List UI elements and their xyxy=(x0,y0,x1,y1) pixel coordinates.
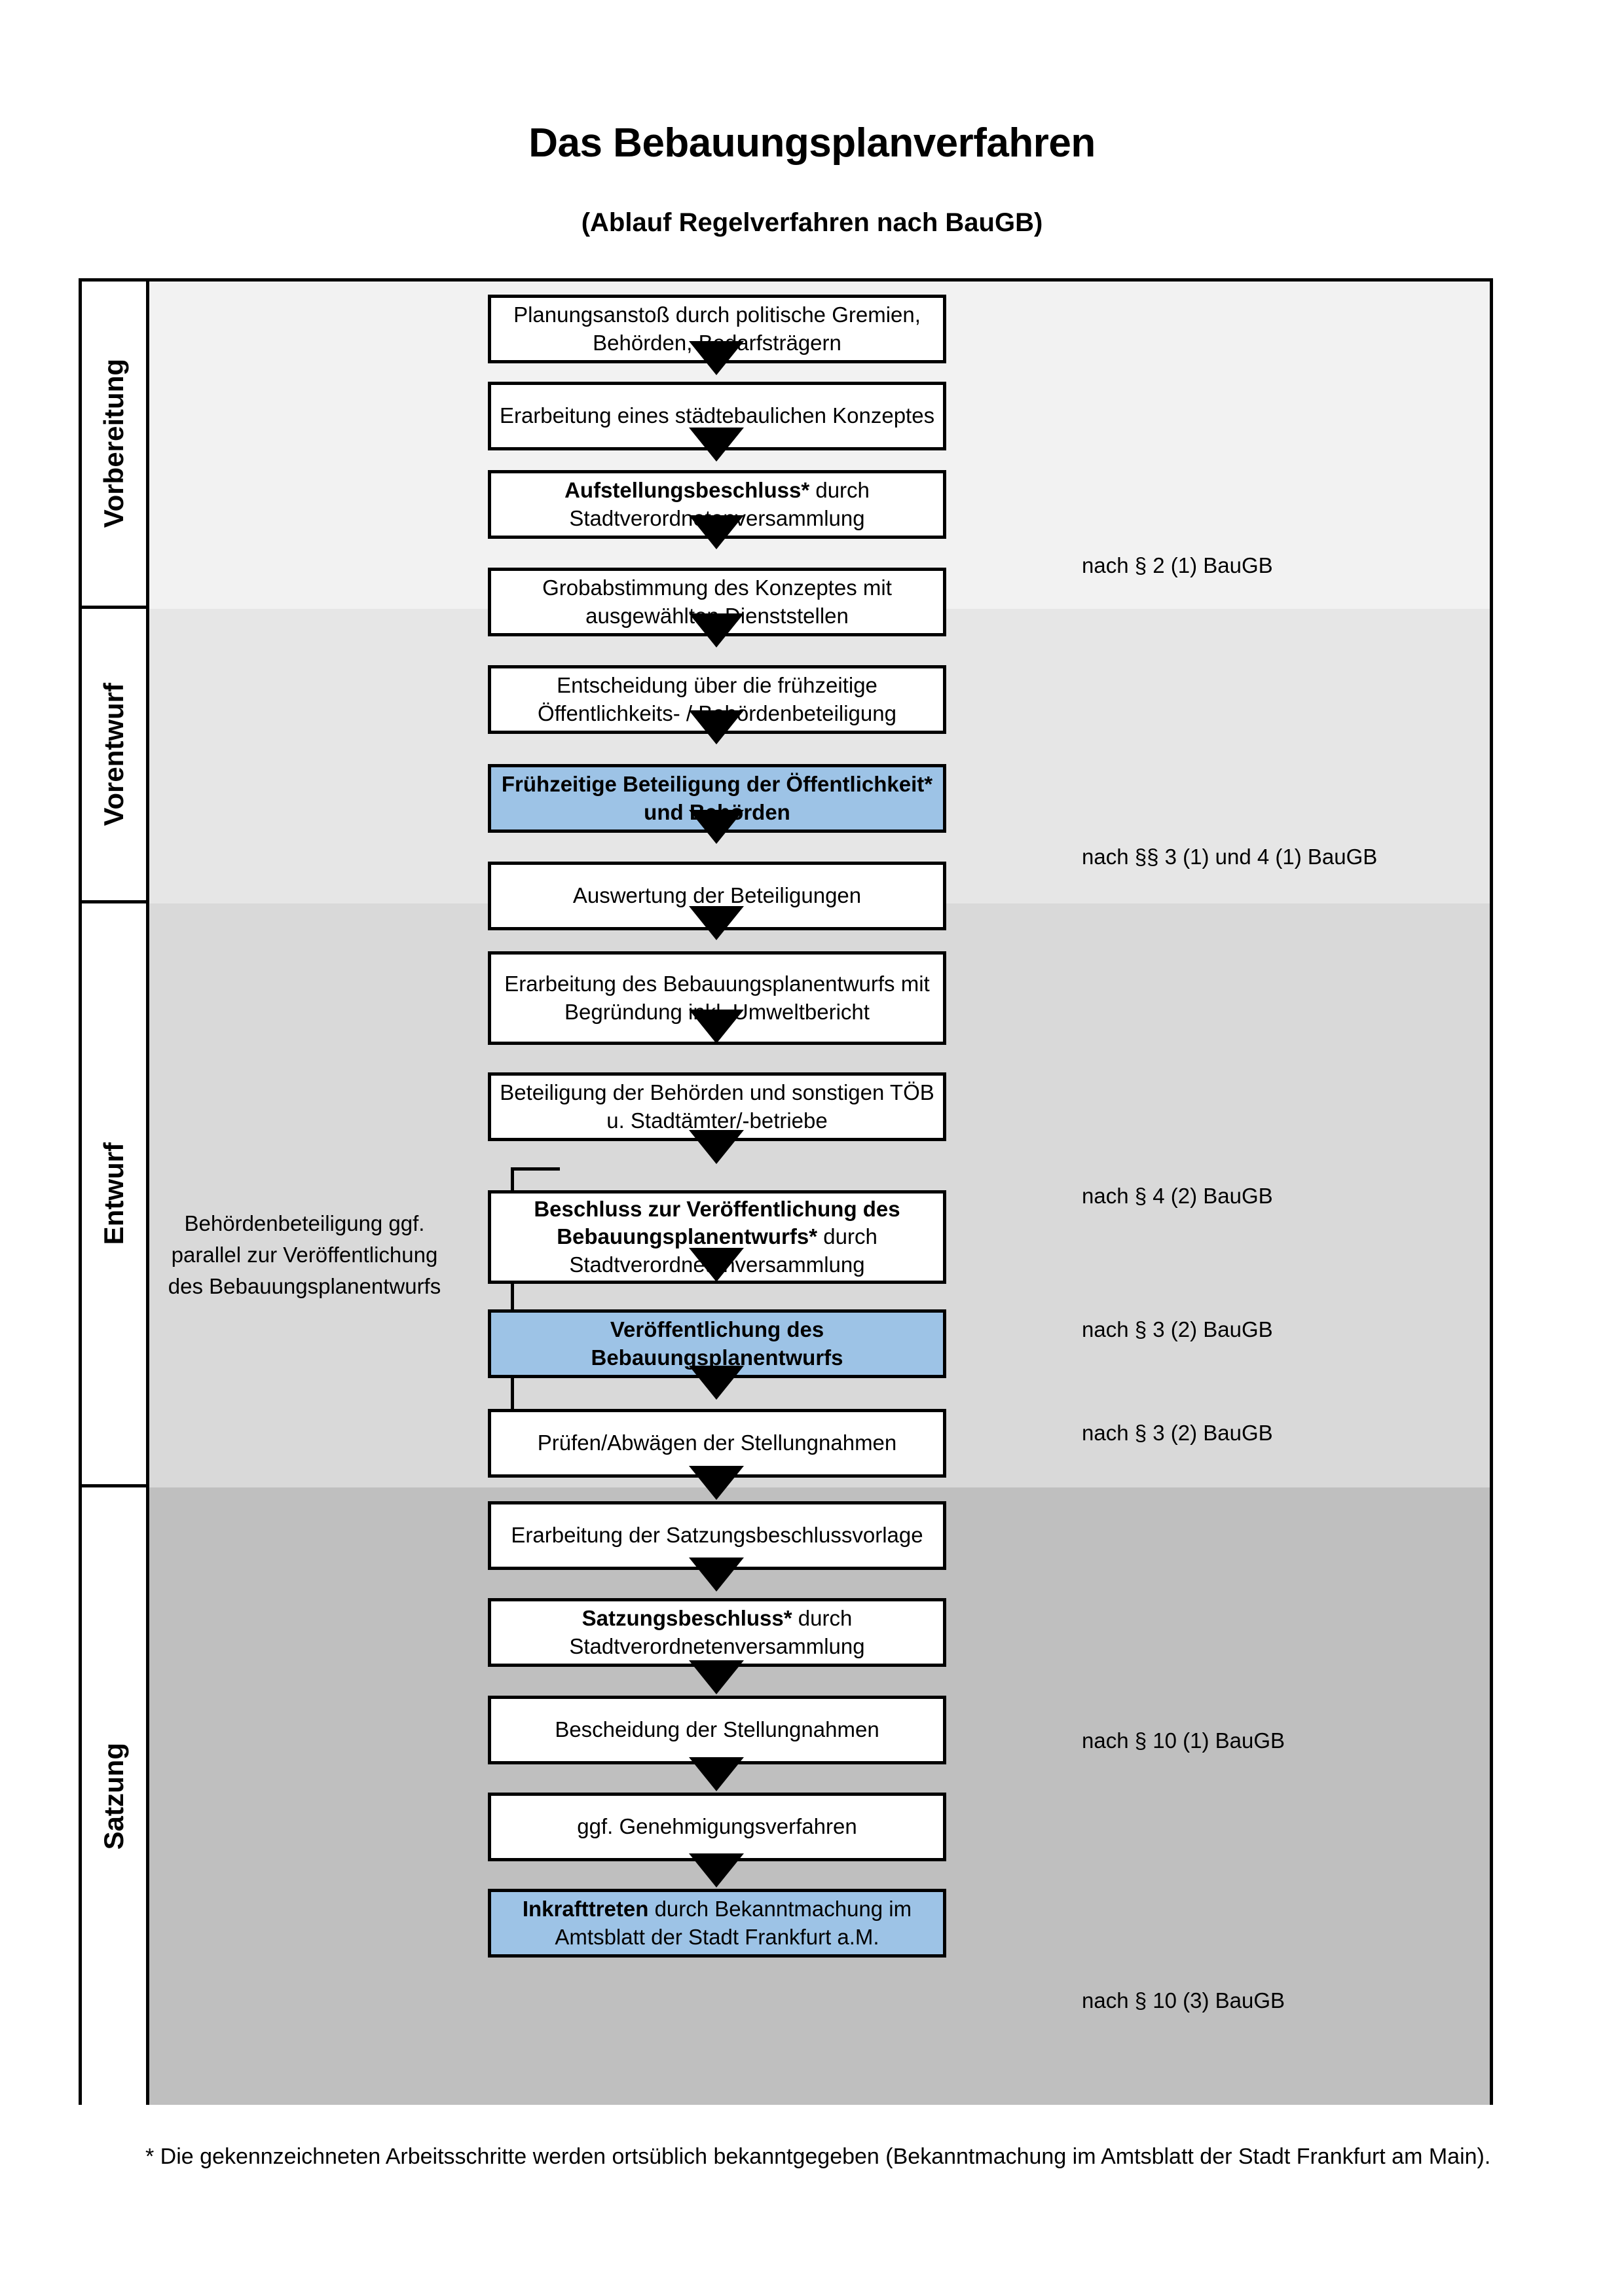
flow-arrow-icon-9 xyxy=(689,1130,744,1164)
flowchart-frame: Vorbereitung Vorentwurf Entwurf Satzung xyxy=(79,278,1493,2105)
process-box-genehmigungsverfahren[interactable]: ggf. Genehmigungsverfahren xyxy=(488,1793,946,1861)
law-reference-3-1-4-1: nach §§ 3 (1) und 4 (1) BauGB xyxy=(1082,845,1378,869)
flow-arrow-icon-7 xyxy=(689,906,744,940)
flow-arrow-icon-5 xyxy=(689,710,744,744)
phase-label-satzung: Satzung xyxy=(98,1742,129,1850)
side-note-behoerdenbeteiligung: Behördenbeteiligung ggf. parallel zur Ve… xyxy=(168,1211,441,1298)
phase-cell-vorentwurf: Vorentwurf xyxy=(82,609,149,903)
process-box-beteiligung-behoerden[interactable]: Beteiligung der Behörden und sonstigen T… xyxy=(488,1072,946,1141)
flow-arrow-icon-2 xyxy=(689,428,744,462)
phase-label-entwurf: Entwurf xyxy=(98,1142,129,1245)
process-box-label: Inkrafttreten durch Bekanntmachung im Am… xyxy=(522,1897,912,1949)
law-reference-2-1: nach § 2 (1) BauGB xyxy=(1082,553,1273,577)
law-reference-4-2: nach § 4 (2) BauGB xyxy=(1082,1184,1273,1208)
process-box-label: Prüfen/Abwägen der Stellungnahmen xyxy=(537,1430,897,1455)
process-box-label: ggf. Genehmigungsverfahren xyxy=(577,1814,857,1839)
footnote: * Die gekennzeichneten Arbeitsschritte w… xyxy=(145,2144,1491,2169)
page-title: Das Bebauungsplanverfahren xyxy=(528,120,1096,166)
phase-label-vorentwurf: Vorentwurf xyxy=(98,683,129,826)
flow-arrow-icon-1 xyxy=(689,341,744,375)
law-reference-3-2-a: nach § 3 (2) BauGB xyxy=(1082,1317,1273,1341)
flow-arrow-icon-8 xyxy=(689,1010,744,1044)
process-box-label: Bescheidung der Stellungnahmen xyxy=(555,1717,879,1742)
process-box-label: Veröffentlichung des Bebauungsplanentwur… xyxy=(591,1317,843,1370)
page-subtitle: (Ablauf Regelverfahren nach BauGB) xyxy=(581,208,1043,237)
process-box-bescheidung[interactable]: Bescheidung der Stellungnahmen xyxy=(488,1696,946,1764)
phase-cell-satzung: Satzung xyxy=(82,1487,149,2105)
flow-arrow-icon-4 xyxy=(689,613,744,647)
phase-cell-vorbereitung: Vorbereitung xyxy=(82,282,149,609)
bypass-connector-top-segment xyxy=(511,1167,560,1171)
law-reference-10-1: nach § 10 (1) BauGB xyxy=(1082,1728,1285,1753)
flow-arrow-icon-15 xyxy=(689,1757,744,1791)
phase-cell-entwurf: Entwurf xyxy=(82,903,149,1487)
flow-arrow-icon-11 xyxy=(689,1366,744,1400)
flow-arrow-icon-10 xyxy=(689,1248,744,1282)
flow-arrow-icon-6 xyxy=(689,810,744,844)
phase-label-vorbereitung: Vorbereitung xyxy=(98,359,129,528)
flow-arrow-icon-14 xyxy=(689,1660,744,1694)
band-vorentwurf xyxy=(149,609,1490,903)
process-box-label: Satzungsbeschluss* durch Stadtverordnete… xyxy=(569,1606,865,1658)
flow-arrow-icon-16 xyxy=(689,1853,744,1887)
process-box-label: Beteiligung der Behörden und sonstigen T… xyxy=(500,1080,934,1133)
flow-arrow-icon-12 xyxy=(689,1466,744,1500)
flow-arrow-icon-13 xyxy=(689,1558,744,1592)
law-reference-10-3: nach § 10 (3) BauGB xyxy=(1082,1988,1285,2013)
process-box-inkrafttreten[interactable]: Inkrafttreten durch Bekanntmachung im Am… xyxy=(488,1889,946,1958)
process-box-pruefen-abwaegen[interactable]: Prüfen/Abwägen der Stellungnahmen xyxy=(488,1409,946,1478)
process-box-label: Planungsanstoß durch politische Gremien,… xyxy=(513,302,921,355)
law-reference-3-2-b: nach § 3 (2) BauGB xyxy=(1082,1421,1273,1445)
process-box-veroeffentlichung-entwurf[interactable]: Veröffentlichung des Bebauungsplanentwur… xyxy=(488,1309,946,1378)
flow-arrow-icon-3 xyxy=(689,515,744,549)
process-box-label: Beschluss zur Veröffentlichung des Bebau… xyxy=(534,1197,900,1277)
bypass-connector-vertical-segment xyxy=(511,1167,514,1446)
process-box-satzungsbeschluss[interactable]: Satzungsbeschluss* durch Stadtverordnete… xyxy=(488,1598,946,1667)
process-box-satzungsbeschlussvorlage[interactable]: Erarbeitung der Satzungsbeschlussvorlage xyxy=(488,1501,946,1570)
process-box-label: Auswertung der Beteiligungen xyxy=(572,883,862,908)
process-box-label: Erarbeitung der Satzungsbeschlussvorlage xyxy=(511,1523,923,1548)
process-box-label: Erarbeitung eines städtebaulichen Konzep… xyxy=(499,403,935,428)
